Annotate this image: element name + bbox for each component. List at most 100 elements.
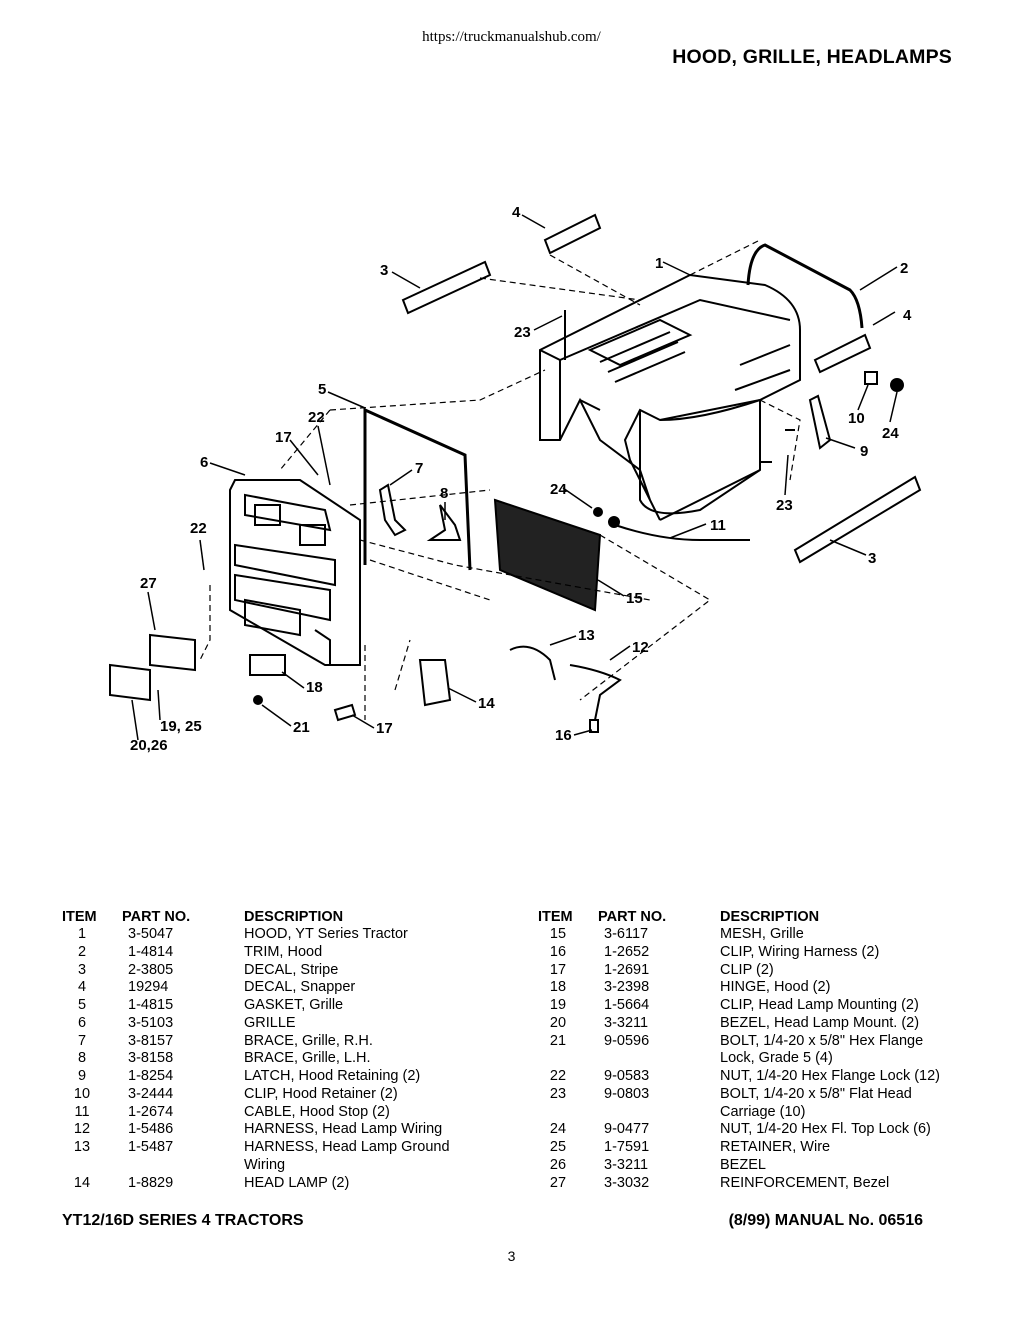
diagram-label: 16	[555, 727, 572, 744]
row-item: 6	[77, 1014, 87, 1031]
row-description: HARNESS, Head Lamp Wiring	[244, 1121, 443, 1138]
head-lamp-part	[418, 659, 452, 707]
row-description: MESH, Grille	[720, 926, 804, 942]
row-description: BEZEL	[720, 1156, 766, 1173]
diagram-label: 11	[710, 517, 726, 534]
row-description: DECAL, Stripe	[244, 961, 339, 978]
row-item: 5	[77, 997, 87, 1013]
row-item: 26	[549, 1156, 567, 1173]
diagram-label: 3	[380, 262, 388, 279]
diagram-label: 2	[900, 260, 908, 277]
diagram-label: 8	[440, 485, 448, 502]
brace-lh	[426, 504, 462, 541]
table-row: 14 1-8829 HEAD LAMP (2)	[62, 1175, 492, 1193]
table-header: ITEM PART NO. DESCRIPTION	[538, 908, 968, 926]
header-part-no: PART NO.	[122, 909, 191, 925]
diagram-label: 17	[275, 429, 292, 446]
row-description: CLIP, Head Lamp Mounting (2)	[720, 997, 919, 1013]
diagram-label: 23	[514, 324, 531, 341]
row-description: Wiring	[244, 1156, 286, 1173]
row-part-no: 1-4814	[128, 943, 174, 960]
diagram-label: 20,26	[130, 737, 168, 754]
row-item: 14	[73, 1174, 91, 1191]
bezel-reinforcement	[149, 633, 196, 672]
row-part-no: 3-8157	[128, 1032, 174, 1049]
table-row: Wiring	[62, 1157, 492, 1175]
row-part-no: 1-2652	[604, 943, 650, 960]
hinge-part	[249, 654, 286, 676]
table-row: 18 3-2398 HINGE, Hood (2)	[538, 979, 968, 997]
diagram-label: 21	[293, 719, 310, 736]
diagram-label: 24	[882, 425, 899, 442]
row-item: 18	[549, 979, 567, 996]
row-item: 8	[77, 1050, 87, 1067]
footer-series: YT12/16D SERIES 4 TRACTORS	[62, 1212, 304, 1229]
header-item: ITEM	[538, 909, 573, 925]
row-item: 1	[77, 926, 87, 942]
row-part-no: 1-4815	[128, 997, 174, 1013]
header-description: DESCRIPTION	[244, 909, 344, 925]
row-description: HINGE, Hood (2)	[720, 979, 831, 996]
diagram-label: 4	[512, 204, 521, 221]
diagram-label: 24	[550, 481, 567, 498]
row-item: 24	[549, 1121, 567, 1138]
row-part-no: 3-2398	[604, 979, 650, 996]
row-item: 19	[549, 997, 567, 1013]
row-description: BRACE, Grille, L.H.	[244, 1050, 371, 1067]
row-part-no: 9-0477	[604, 1121, 650, 1138]
row-item: 2	[77, 943, 87, 960]
row-item: 13	[73, 1139, 91, 1155]
row-item: 23	[549, 1085, 567, 1102]
row-part-no: 1-2691	[604, 961, 650, 978]
row-description: CLIP, Hood Retainer (2)	[244, 1085, 398, 1102]
row-item: 25	[549, 1139, 567, 1155]
diagram-label: 27	[140, 575, 157, 592]
diagram-label: 10	[848, 410, 865, 427]
latch-part	[808, 394, 832, 450]
exploded-parts-diagram: 4 1 2 3 23 4 5 22 17 6 7 8 10 24 9 23 24…	[109, 204, 922, 754]
row-part-no: 1-2674	[128, 1103, 174, 1120]
trim-part	[746, 243, 864, 329]
diagram-label: 5	[318, 381, 326, 398]
row-description: Lock, Grade 5 (4)	[720, 1050, 833, 1067]
row-description: CLIP (2)	[720, 961, 774, 978]
diagram-label: 14	[478, 695, 495, 712]
decal-stripe-left	[401, 260, 492, 315]
row-description: BOLT, 1/4-20 x 5/8" Hex Flange	[720, 1032, 924, 1049]
row-item: 27	[549, 1174, 567, 1191]
brace-rh	[378, 483, 407, 537]
row-part-no: 1-8829	[128, 1174, 174, 1191]
row-description: DECAL, Snapper	[244, 979, 356, 996]
decal-snapper-top	[543, 213, 602, 255]
source-url: https://truckmanualshub.com/	[422, 29, 601, 45]
row-description: TRIM, Hood	[244, 943, 323, 960]
row-part-no: 1-5487	[128, 1139, 174, 1155]
table-row: Carriage (10)	[538, 1104, 968, 1122]
row-description: RETAINER, Wire	[720, 1139, 831, 1155]
hood-part	[539, 273, 801, 521]
row-part-no: 9-0803	[604, 1085, 650, 1102]
row-description: BRACE, Grille, R.H.	[244, 1032, 373, 1049]
diagram-label: 6	[200, 454, 208, 471]
table-row: 2 1-4814 TRIM, Hood	[62, 944, 492, 962]
diagram-label: 18	[306, 679, 323, 696]
row-description: CABLE, Hood Stop (2)	[244, 1103, 390, 1120]
row-part-no: 3-2444	[128, 1085, 174, 1102]
row-part-no: 3-6117	[604, 926, 649, 942]
table-header: ITEM PART NO. DESCRIPTION	[62, 908, 492, 926]
harness-ground	[509, 645, 556, 681]
row-description: HEAD LAMP (2)	[244, 1174, 350, 1191]
diagram-label: 9	[860, 443, 868, 460]
row-item: 11	[74, 1103, 90, 1120]
diagram-label: 1	[655, 255, 663, 272]
